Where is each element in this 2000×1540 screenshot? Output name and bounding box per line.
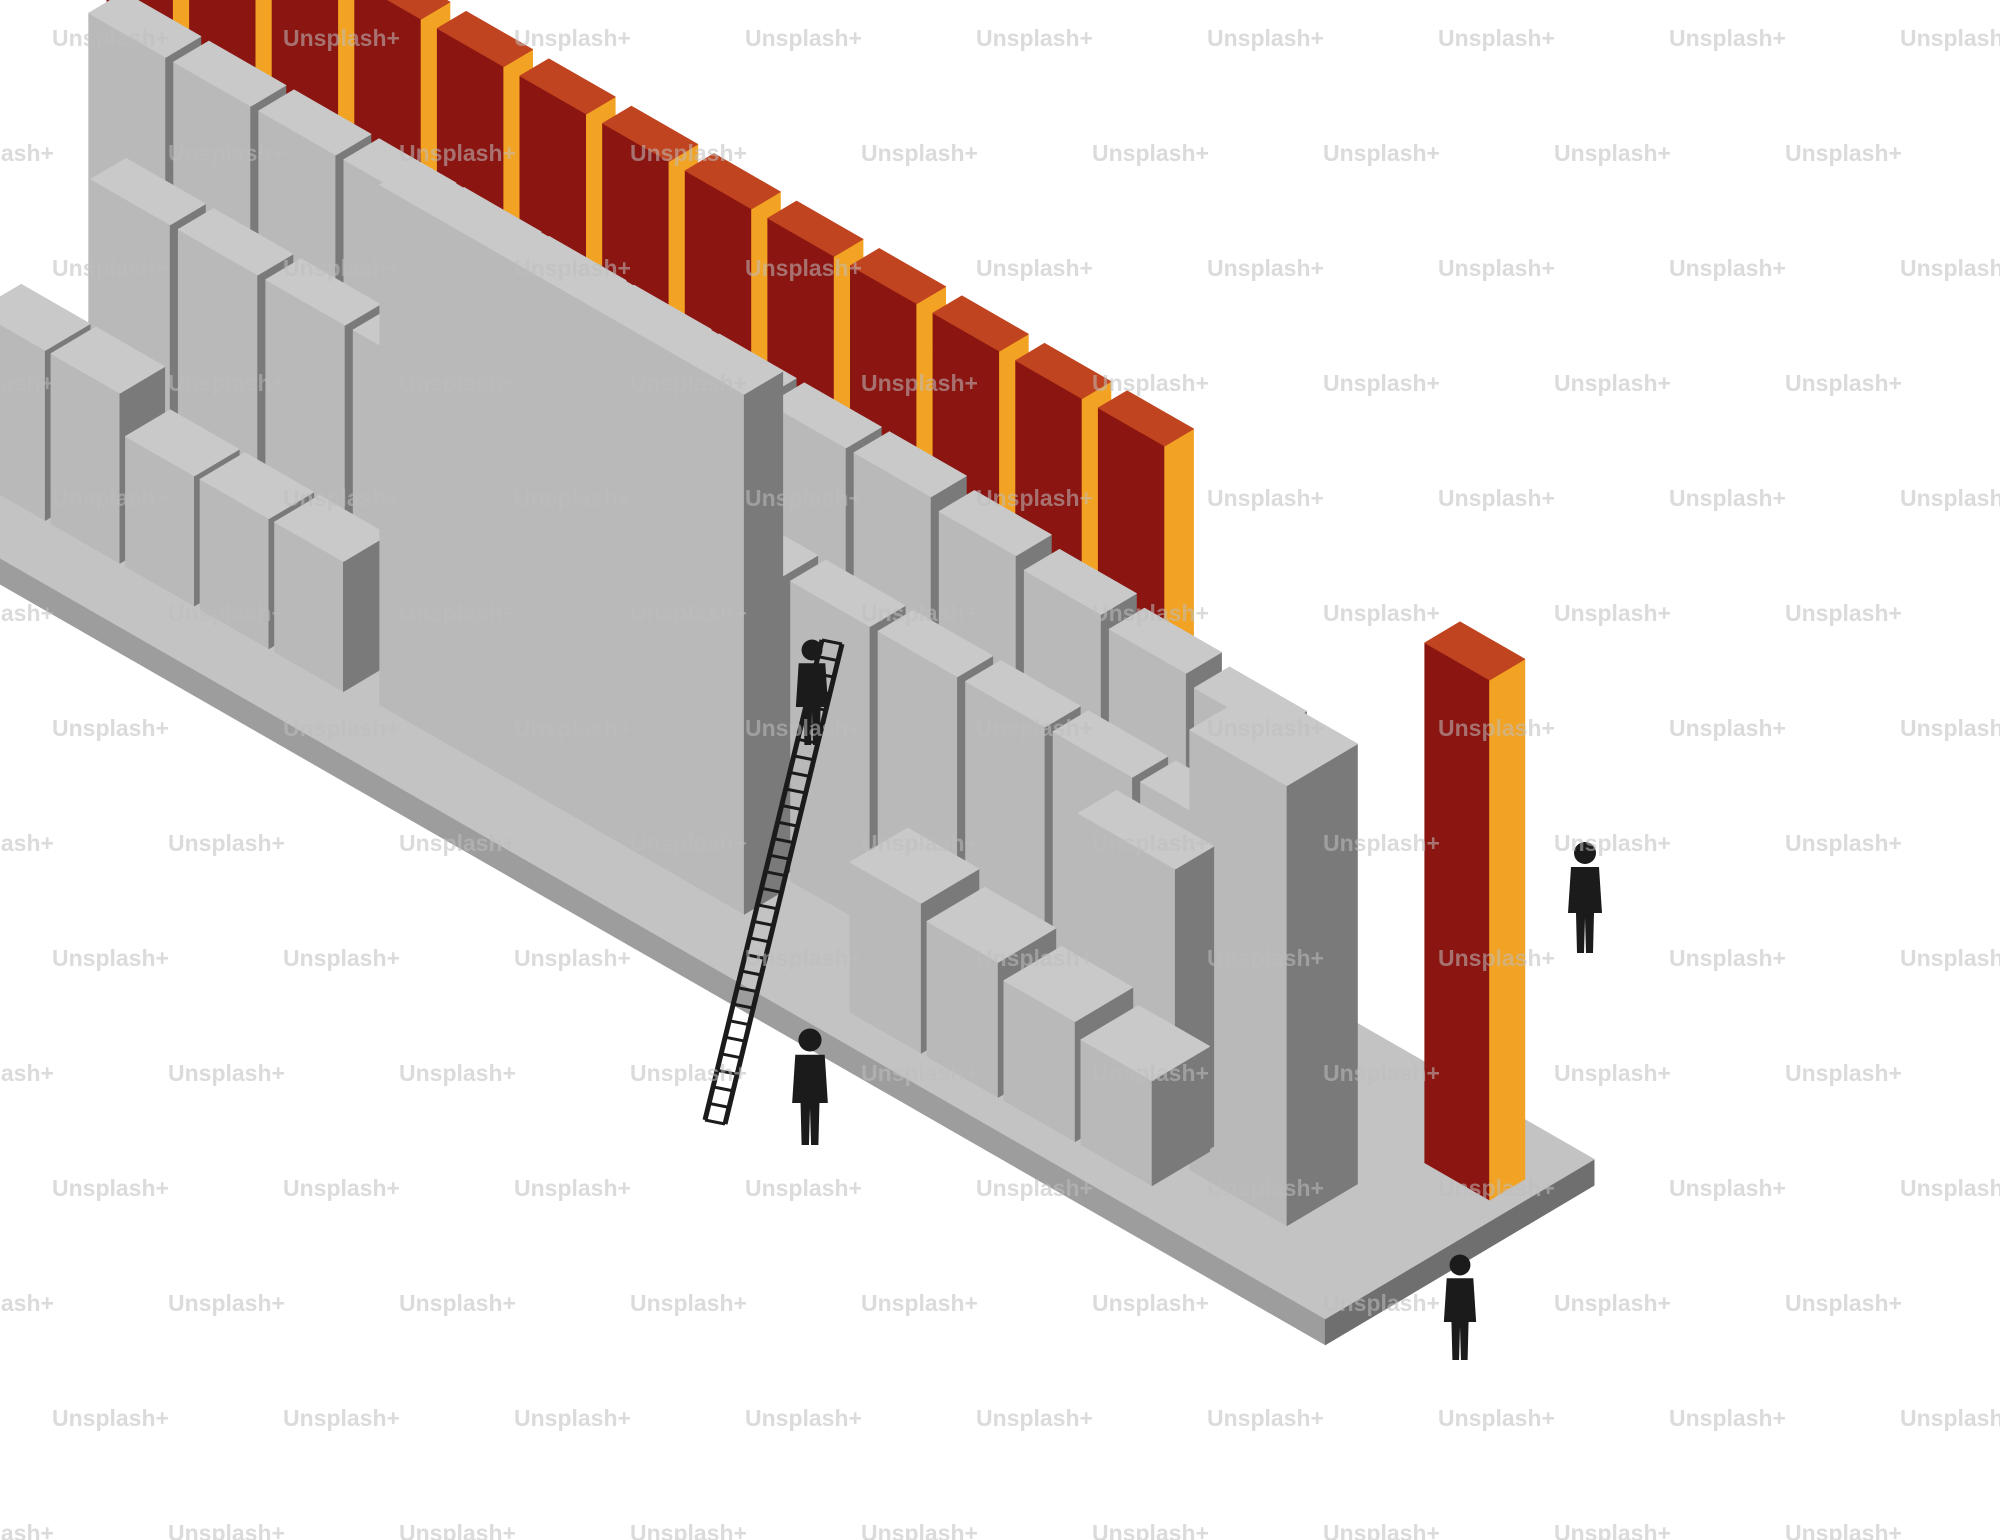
- standing-figure: [792, 1028, 828, 1145]
- stone-block-16-top: [177, 208, 294, 276]
- red-bar-14-side: [1489, 658, 1526, 1201]
- stone-block-12-top: [1023, 548, 1137, 615]
- stone-block-39: [1080, 1005, 1211, 1186]
- stone-block-35-top: [1077, 790, 1215, 870]
- red-bar-6-top: [519, 58, 616, 115]
- red-bar-5-top: [436, 10, 533, 67]
- stone-block-10-top: [853, 431, 967, 498]
- red-bar-14-front: [1424, 642, 1490, 1201]
- stone-block-28-top: [1189, 687, 1358, 787]
- stone-block-29-top: [0, 283, 91, 351]
- stone-block-23-top: [790, 559, 906, 627]
- stone-block-28: [1189, 687, 1358, 1227]
- climber-figure: [795, 639, 829, 745]
- red-bar-10-top: [850, 248, 946, 305]
- red-bar-12-top: [1015, 342, 1112, 400]
- red-bar-14-top: [1424, 621, 1526, 681]
- stone-block-11-top: [938, 490, 1052, 556]
- stone-block-28-side: [1286, 743, 1358, 1227]
- stone-block-15-top: [90, 157, 206, 226]
- stone-block-30-top: [50, 326, 166, 394]
- stone-block-34: [379, 161, 784, 915]
- stone-block-39-top: [1080, 1005, 1211, 1081]
- red-bar-4-top: [387, 0, 451, 20]
- stone-block-9-top: [768, 382, 882, 449]
- stone-block-3-top: [258, 89, 372, 156]
- carrying-figure: [1443, 1254, 1477, 1360]
- stone-block-wall: [0, 0, 1358, 1227]
- red-bar-8-top: [684, 153, 781, 210]
- stone-block-24-top: [877, 609, 994, 678]
- figures-group: [702, 638, 1602, 1360]
- stone-block-26-top: [1052, 710, 1169, 778]
- stone-block-32-top: [199, 452, 315, 520]
- red-bar-14: [1424, 621, 1526, 1201]
- red-bar-7-top: [602, 105, 699, 162]
- stone-block-38-top: [1003, 946, 1134, 1022]
- stone-block-34-top: [379, 161, 784, 395]
- red-bar-13-top: [1097, 390, 1194, 447]
- red-bar-11-top: [932, 295, 1029, 352]
- stone-block-25-top: [965, 660, 1081, 728]
- figure-on-block: [1568, 842, 1602, 953]
- stone-block-2-top: [173, 40, 287, 107]
- stone-block-31-top: [125, 409, 240, 477]
- stone-block-1-top: [88, 0, 202, 58]
- stone-block-37-top: [926, 886, 1057, 963]
- stone-block-36-top: [849, 827, 980, 904]
- stone-block-33: [274, 494, 389, 692]
- red-bar-9-top: [767, 200, 864, 257]
- stone-block-13-top: [1108, 607, 1222, 674]
